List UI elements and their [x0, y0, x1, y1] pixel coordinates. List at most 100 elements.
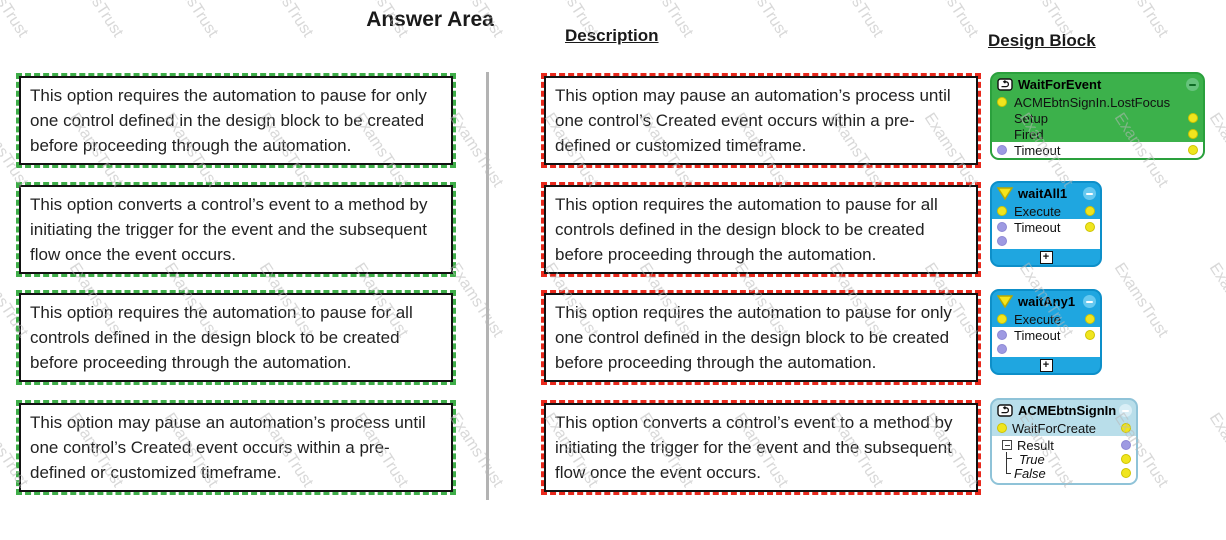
- tree-label: True: [1019, 451, 1045, 467]
- design-block-waitall1: waitAll1 Execute Timeout +: [990, 181, 1102, 267]
- tree-row-false: False: [1002, 465, 1136, 481]
- watermark-text: ExamsTrust: [1110, 260, 1172, 341]
- block-footer: +: [992, 357, 1100, 373]
- port-icon: [997, 423, 1007, 433]
- port-icon: [1121, 440, 1131, 450]
- design-block-waitforevent: WaitForEvent ACMEbtnSignIn.LostFocus Set…: [990, 72, 1205, 160]
- row-label: Timeout: [1014, 142, 1061, 158]
- block-title: waitAll1: [1018, 186, 1068, 201]
- row-label: Execute: [1014, 311, 1061, 327]
- description-slot-2[interactable]: This option requires the automation to p…: [541, 182, 981, 277]
- port-icon: [1085, 222, 1095, 232]
- watermark-text: ExamsTrust: [920, 0, 982, 41]
- tree-branch-icon: [1006, 452, 1016, 466]
- block-header: WaitForEvent: [992, 74, 1203, 94]
- column-divider: [486, 72, 489, 500]
- description-column-header: Description: [565, 26, 659, 45]
- collapse-icon: [1083, 187, 1096, 200]
- port-icon: [1085, 206, 1095, 216]
- add-control-icon: +: [1039, 250, 1053, 264]
- answer-option-3[interactable]: This option requires the automation to p…: [16, 290, 456, 385]
- port-icon: [997, 314, 1007, 324]
- block-row-empty: [992, 343, 1100, 357]
- answer-option-4[interactable]: This option may pause an automation’s pr…: [16, 400, 456, 495]
- block-row-timeout: Timeout: [992, 219, 1100, 235]
- port-icon: [997, 222, 1007, 232]
- row-label: WaitForCreate: [1012, 420, 1097, 436]
- watermark-text: ExamsTrust: [1205, 410, 1226, 491]
- tree-row-true: True: [1002, 451, 1136, 467]
- watermark-text: ExamsTrust: [1205, 0, 1226, 41]
- watermark-text: ExamsTrust: [1110, 0, 1172, 41]
- port-icon: [1188, 145, 1198, 155]
- row-label: Fired: [1014, 126, 1044, 142]
- description-slot-3[interactable]: This option requires the automation to p…: [541, 290, 981, 385]
- collapse-icon: [1186, 78, 1199, 91]
- tree-row-result: Result: [1002, 437, 1136, 453]
- watermark-text: ExamsTrust: [65, 0, 127, 41]
- block-row-empty: [992, 235, 1100, 249]
- tree-label: False: [1014, 465, 1046, 481]
- collapse-box-icon: [1002, 440, 1012, 450]
- description-slot-4[interactable]: This option converts a control’s event t…: [541, 400, 981, 495]
- collapse-icon: [1083, 295, 1096, 308]
- row-label: Execute: [1014, 203, 1061, 219]
- answer-option-text: This option requires the automation to p…: [19, 76, 453, 165]
- watermark-text: ExamsTrust: [0, 0, 32, 41]
- design-block-column-header: Design Block: [988, 31, 1096, 50]
- description-text: This option requires the automation to p…: [544, 185, 978, 274]
- port-icon: [1121, 454, 1131, 464]
- add-control-icon: +: [1039, 358, 1053, 372]
- block-header: waitAll1: [992, 183, 1100, 203]
- watermark-text: ExamsTrust: [825, 0, 887, 41]
- watermark-text: ExamsTrust: [1205, 110, 1226, 191]
- row-label: Timeout: [1014, 327, 1061, 343]
- page-title: Answer Area: [366, 8, 494, 31]
- port-icon: [1188, 129, 1198, 139]
- block-row-timeout: Timeout: [992, 142, 1203, 158]
- port-icon: [997, 206, 1007, 216]
- watermark-text: ExamsTrust: [1205, 260, 1226, 341]
- answer-option-text: This option may pause an automation’s pr…: [19, 403, 453, 492]
- block-header: ACMEbtnSignIn: [992, 400, 1136, 420]
- description-text: This option may pause an automation’s pr…: [544, 76, 978, 165]
- answer-option-1[interactable]: This option requires the automation to p…: [16, 73, 456, 168]
- collapse-icon: [1119, 404, 1132, 417]
- watermark-text: ExamsTrust: [730, 0, 792, 41]
- port-icon: [997, 330, 1007, 340]
- block-row-event: ACMEbtnSignIn.LostFocus: [992, 94, 1203, 110]
- block-row-waitforcreate: WaitForCreate: [992, 420, 1136, 436]
- answer-option-2[interactable]: This option converts a control’s event t…: [16, 182, 456, 277]
- ui-element-icon: [997, 78, 1013, 91]
- description-text: This option requires the automation to p…: [544, 293, 978, 382]
- port-icon: [997, 344, 1007, 354]
- trigger-triangle-icon: [997, 187, 1013, 200]
- design-block-acmebtnsignin: ACMEbtnSignIn WaitForCreate Result True …: [990, 398, 1138, 485]
- tree-label: Result: [1017, 437, 1054, 453]
- port-icon: [1085, 330, 1095, 340]
- description-text: This option converts a control’s event t…: [544, 403, 978, 492]
- port-icon: [1121, 468, 1131, 478]
- ui-element-icon: [997, 404, 1013, 417]
- port-icon: [1121, 423, 1131, 433]
- answer-option-text: This option converts a control’s event t…: [19, 185, 453, 274]
- block-title: waitAny1: [1018, 294, 1076, 309]
- port-icon: [1085, 314, 1095, 324]
- port-icon: [997, 97, 1007, 107]
- design-block-waitany1: waitAny1 Execute Timeout +: [990, 289, 1102, 375]
- row-label: ACMEbtnSignIn.LostFocus: [1014, 94, 1171, 110]
- block-row-timeout: Timeout: [992, 327, 1100, 343]
- result-tree: Result True False: [992, 436, 1136, 483]
- block-title: WaitForEvent: [1018, 77, 1102, 92]
- block-row-fired: Fired: [992, 126, 1203, 142]
- description-slot-1[interactable]: This option may pause an automation’s pr…: [541, 73, 981, 168]
- block-footer: +: [992, 249, 1100, 265]
- trigger-triangle-icon: [997, 295, 1013, 308]
- tree-branch-icon: [1006, 466, 1011, 474]
- row-label: Setup: [1014, 110, 1048, 126]
- port-icon: [997, 145, 1007, 155]
- block-title: ACMEbtnSignIn: [1018, 403, 1117, 418]
- watermark-text: ExamsTrust: [160, 0, 222, 41]
- answer-option-text: This option requires the automation to p…: [19, 293, 453, 382]
